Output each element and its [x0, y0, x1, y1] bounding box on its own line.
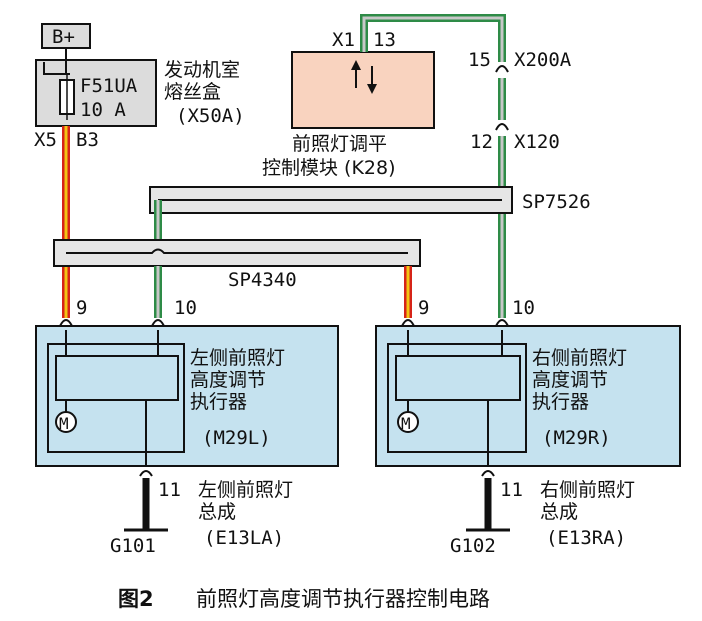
- motor-right-icon: [397, 411, 419, 433]
- actuator-right-name2: 高度调节: [532, 369, 608, 391]
- actuator-left-pin-a: 9: [76, 297, 87, 319]
- actuator-right-name1: 右侧前照灯: [532, 347, 627, 369]
- ground-left-label: G101: [110, 535, 156, 557]
- actuator-left-controller: [55, 355, 179, 401]
- fuse-box-code: (X50A): [176, 105, 245, 127]
- x120-name: X120: [514, 131, 560, 153]
- fuse-rating: 10 A: [80, 99, 126, 121]
- actuator-left-name3: 执行器: [190, 391, 247, 413]
- module-name-line2: 控制模块 (K28): [262, 157, 396, 179]
- motor-right-symbol: M: [401, 414, 411, 433]
- x200a-name: X200A: [514, 49, 572, 71]
- actuator-left-name2: 高度调节: [190, 369, 266, 391]
- signal-wire-main: [360, 14, 506, 318]
- splice-sp4340-label: SP4340: [228, 269, 297, 291]
- assembly-left-name1: 左侧前照灯: [198, 479, 293, 501]
- actuator-right-name3: 执行器: [532, 391, 589, 413]
- assembly-right-name1: 右侧前照灯: [540, 479, 635, 501]
- actuator-right-pin-b: 10: [512, 297, 535, 319]
- actuator-left-pin-b: 10: [174, 297, 197, 319]
- fuse-box: [35, 59, 157, 127]
- fuse-box-name-line2: 熔丝盒: [164, 81, 221, 103]
- assembly-right-code: (E13RA): [546, 527, 626, 549]
- splice-sp7526-label: SP7526: [522, 191, 591, 213]
- module-name-line1: 前照灯调平: [292, 133, 387, 155]
- fuse-box-name-line1: 发动机室: [164, 59, 240, 81]
- actuator-left-frame: [47, 343, 185, 453]
- fuse-box-conn: X5: [34, 129, 57, 151]
- ground-right-label: G102: [450, 535, 496, 557]
- actuator-right-controller: [395, 355, 521, 401]
- actuator-left-name1: 左侧前照灯: [190, 347, 285, 369]
- up-down-arrows-icon: [351, 60, 377, 94]
- assembly-left-code: (E13LA): [204, 527, 284, 549]
- actuator-left-code: (M29L): [202, 427, 271, 449]
- actuator-right-frame: [387, 343, 527, 453]
- battery-label: B+: [52, 26, 75, 48]
- x200a-pin: 15: [468, 49, 491, 71]
- figure-number: 图2: [118, 587, 154, 611]
- assembly-left-name2: 总成: [198, 501, 236, 523]
- fuse-icon: [59, 74, 75, 120]
- connector-x200a-symbol: [495, 65, 509, 73]
- fuse-id: F51UA: [80, 75, 138, 97]
- actuator-right-code: (M29R): [542, 427, 611, 449]
- actuator-right-pin10: [495, 319, 509, 327]
- connector-x120-symbol: [495, 123, 509, 131]
- figure-title: 前照灯高度调节执行器控制电路: [196, 587, 490, 611]
- fuse-box-pin: B3: [76, 129, 99, 151]
- assembly-right-pin: 11: [500, 479, 523, 501]
- motor-left-icon: [55, 411, 77, 433]
- actuator-left-pin10: [151, 319, 165, 327]
- actuator-right-pin9: [401, 319, 415, 327]
- motor-left-symbol: M: [59, 414, 69, 433]
- control-module-box: [291, 51, 435, 129]
- assembly-right-name2: 总成: [540, 501, 578, 523]
- module-pin: 13: [373, 29, 396, 51]
- assembly-left-pin: 11: [158, 479, 181, 501]
- module-conn: X1: [332, 29, 355, 51]
- actuator-left-pin9: [59, 319, 73, 327]
- actuator-right-pin-a: 9: [418, 297, 429, 319]
- x120-pin: 12: [470, 131, 493, 153]
